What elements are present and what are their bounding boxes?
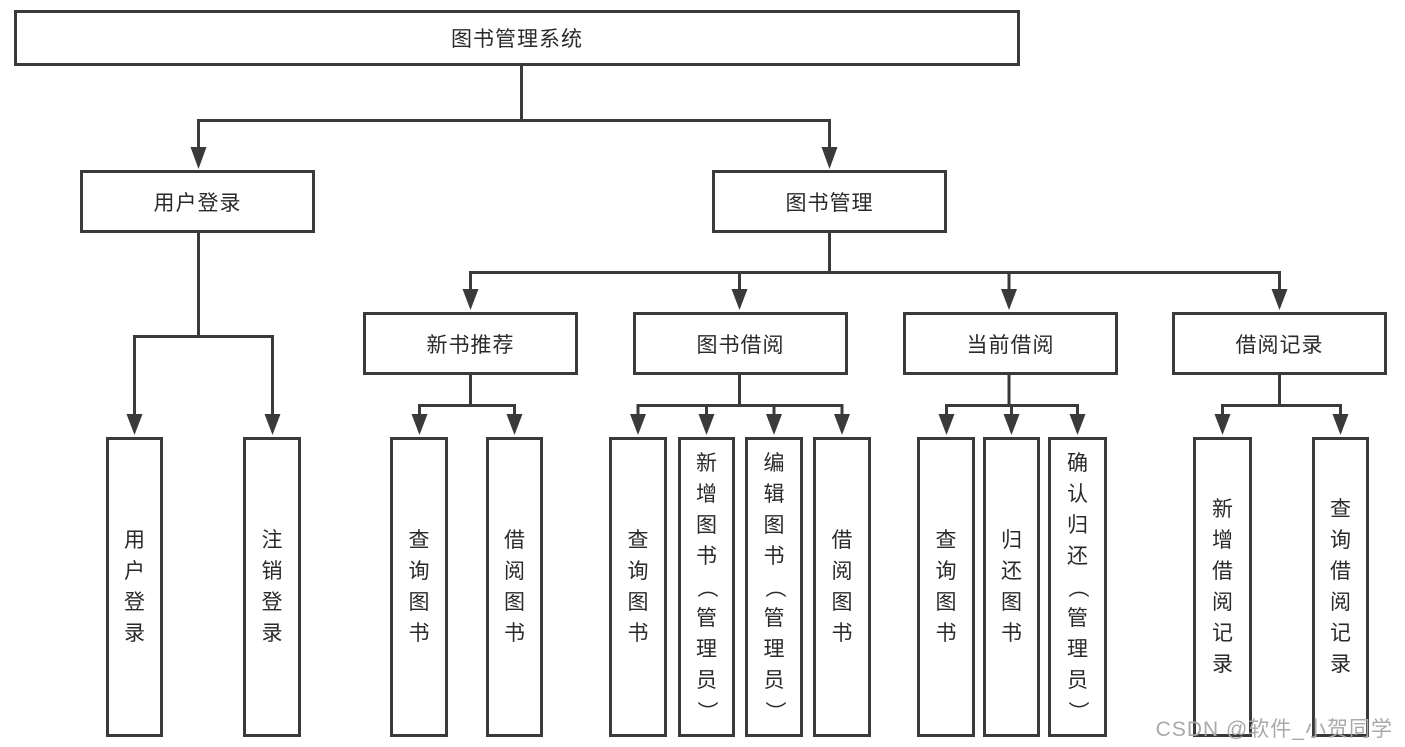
leaf-query-borrow-record: 查询借阅记录 [1312, 437, 1369, 737]
leaf-user-login: 用户登录 [106, 437, 163, 737]
leaf-label: 用户登录 [124, 529, 145, 645]
leaf-logout-login: 注销登录 [243, 437, 301, 737]
leaf-add-borrow-record: 新增借阅记录 [1193, 437, 1252, 737]
node-label: 借阅记录 [1235, 333, 1324, 357]
csdn-watermark: CSDN @软件_小贺同学 [1155, 718, 1393, 741]
leaf-add-books-admin: 新增图书（管理员） [678, 437, 735, 737]
leaf-label: 借阅图书 [504, 529, 525, 645]
leaf-confirm-return-admin: 确认归还（管理员） [1048, 437, 1107, 737]
leaf-label: 借阅图书 [831, 529, 853, 645]
node-book-management: 图书管理 [712, 170, 947, 233]
node-label: 用户登录 [153, 191, 242, 215]
leaf-label: 新增借阅记录 [1212, 498, 1233, 676]
leaf-label: 注销登录 [261, 529, 283, 645]
node-user-login: 用户登录 [80, 170, 315, 233]
node-label: 图书借阅 [696, 333, 785, 357]
leaf-label: 确认归还（管理员） [1066, 451, 1089, 722]
leaf-query-books-recommend: 查询图书 [390, 437, 448, 737]
leaf-label: 查询借阅记录 [1330, 498, 1351, 676]
leaf-return-books: 归还图书 [983, 437, 1040, 737]
node-book-borrowing: 图书借阅 [633, 312, 848, 375]
node-borrowing-records: 借阅记录 [1172, 312, 1387, 375]
leaf-label: 查询图书 [935, 529, 957, 645]
leaf-label: 新增图书（管理员） [695, 451, 718, 722]
leaf-label: 编辑图书（管理员） [762, 451, 786, 722]
node-label: 图书管理 [785, 191, 874, 215]
leaf-borrow-books-borrowing: 借阅图书 [813, 437, 871, 737]
node-library-management-system: 图书管理系统 [14, 10, 1020, 66]
node-label: 新书推荐 [426, 333, 515, 357]
leaf-label: 查询图书 [408, 529, 430, 645]
leaf-query-books-current: 查询图书 [917, 437, 975, 737]
node-current-borrowing: 当前借阅 [903, 312, 1118, 375]
leaf-query-books-borrowing: 查询图书 [609, 437, 667, 737]
node-new-book-recommendation: 新书推荐 [363, 312, 578, 375]
leaf-label: 归还图书 [1001, 529, 1022, 645]
leaf-edit-books-admin: 编辑图书（管理员） [745, 437, 803, 737]
node-label: 当前借阅 [966, 333, 1055, 357]
leaf-borrow-books-recommend: 借阅图书 [486, 437, 543, 737]
node-label: 图书管理系统 [451, 28, 583, 51]
leaf-label: 查询图书 [627, 529, 649, 645]
